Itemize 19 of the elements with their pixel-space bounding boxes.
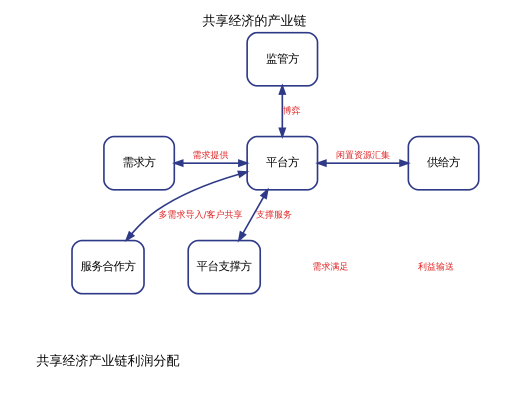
edge-label: 需求提供 [192,151,228,162]
node-box: 需求方 [102,136,175,191]
arrow [278,83,286,140]
node-box: 平台方 [246,136,318,191]
node-box: 供给方 [407,136,480,191]
node-box: 服务合作方 [70,240,144,295]
arrow [124,170,249,242]
arrow [237,188,268,243]
node-box: 平台支撑方 [186,240,261,295]
arrow [172,159,250,168]
label: 需求满足 [312,262,348,272]
node-box: 监管方 [246,32,318,87]
arrow [314,159,410,168]
caption: 共享经济产业链利润分配 [36,354,180,370]
edge-label: 多需求导入/客户共享 [158,210,242,220]
edge-label: 支撑服务 [256,210,292,220]
edge-label: 闲置资源汇集 [335,151,390,162]
diagram-title: 共享经济的产业链 [202,14,306,30]
label: 利益输送 [418,262,454,272]
